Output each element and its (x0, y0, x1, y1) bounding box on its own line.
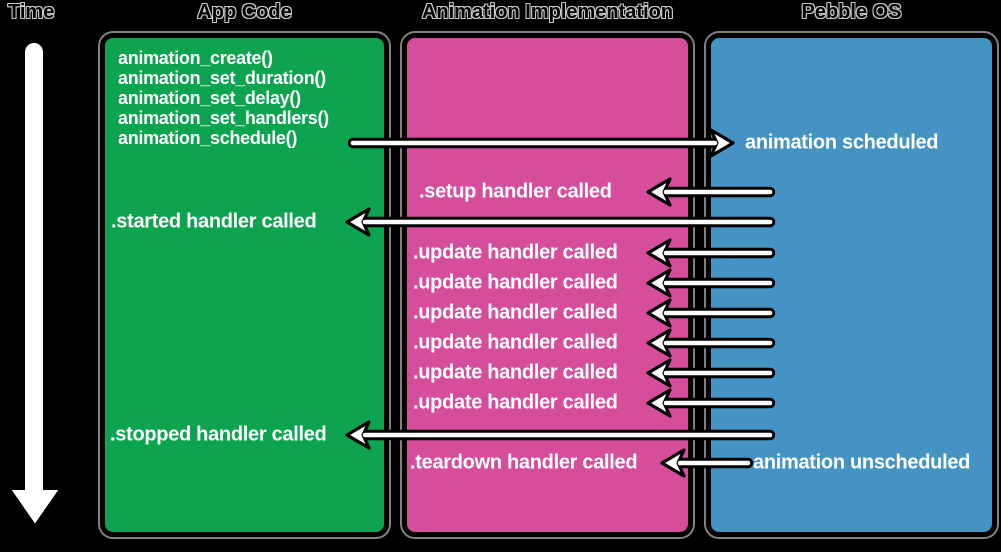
app-code-title: App Code (197, 1, 292, 23)
code-line-animation-set-delay: animation_set_delay() (118, 88, 301, 108)
label-setup-handler-called: .setup handler called (419, 180, 612, 203)
label-update-handler-called-3: .update handler called (413, 301, 618, 324)
time-axis-title: Time (8, 1, 55, 23)
code-line-animation-schedule: animation_schedule() (118, 128, 298, 148)
code-line-animation-set-duration: animation_set_duration() (118, 68, 326, 88)
app-code-function-list: animation_create() animation_set_duratio… (118, 48, 329, 148)
app-code-box (100, 33, 389, 537)
time-arrow (6, 38, 64, 529)
label-stopped-handler-called: .stopped handler called (110, 423, 327, 446)
label-update-handler-called-6: .update handler called (413, 391, 618, 414)
label-teardown-handler-called: .teardown handler called (410, 451, 638, 474)
label-started-handler-called: .started handler called (111, 210, 317, 233)
label-update-handler-called-4: .update handler called (413, 331, 618, 354)
code-line-animation-set-handlers: animation_set_handlers() (118, 108, 329, 128)
code-line-animation-create: animation_create() (118, 48, 273, 68)
animation-implementation-box (402, 33, 693, 537)
label-update-handler-called-1: .update handler called (413, 241, 618, 264)
label-animation-unscheduled: animation unscheduled (753, 451, 971, 474)
label-animation-scheduled: animation scheduled (745, 131, 939, 154)
animation-implementation-title: Animation Implementation (421, 1, 674, 23)
pebble-os-title: Pebble OS (801, 1, 902, 23)
label-update-handler-called-2: .update handler called (413, 271, 618, 294)
label-update-handler-called-5: .update handler called (413, 361, 618, 384)
